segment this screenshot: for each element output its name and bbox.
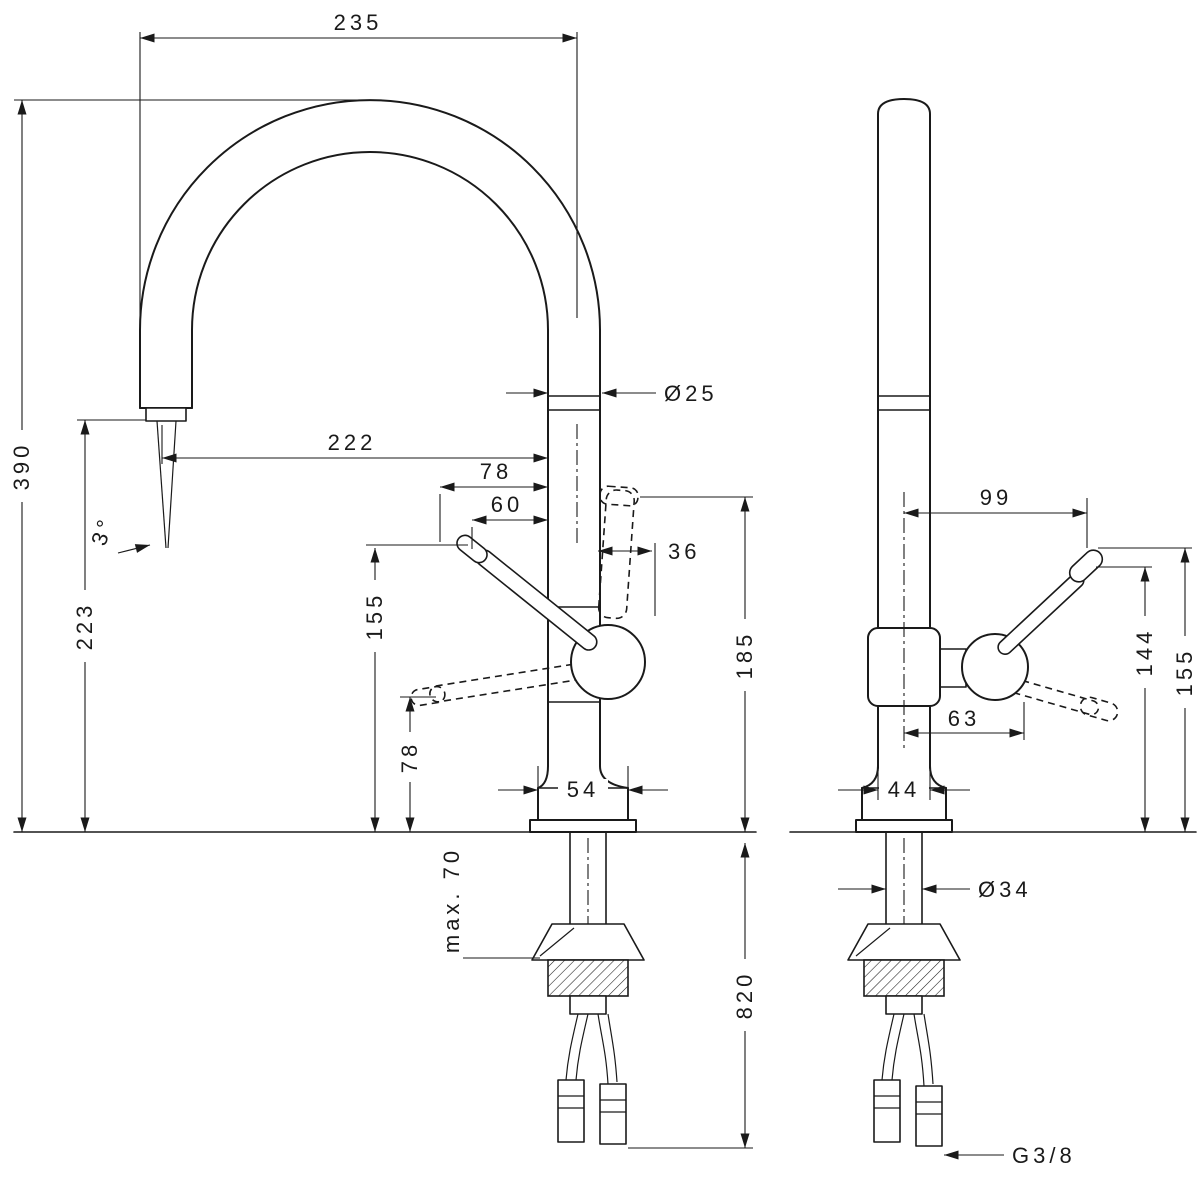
handle-lever-dashed-up [597,485,639,620]
dim-spout-width: 235 [139,10,578,326]
handle-lever [456,534,598,651]
dim-label-155-front: 155 [362,592,387,641]
dim-spout-reach: 222 [161,424,578,546]
dim-thread: G3/8 [944,1143,1076,1168]
mounting-flange-side [847,923,961,961]
dim-height-185: 185 [640,496,757,832]
dim-lever-155: 155 [362,544,468,832]
water-stream [156,420,177,549]
hose-fitting-side [915,1085,943,1147]
dim-offset-60: 60 [471,492,548,549]
dim-label-99: 99 [980,485,1012,510]
hose-fitting-side [873,1079,901,1143]
dim-label-54: 54 [567,777,599,802]
dim-label-155-side: 155 [1172,648,1197,697]
dim-label-d25: Ø25 [664,381,718,406]
mounting-hardware-side [847,831,961,1147]
dim-label-78b: 78 [397,741,422,773]
pipe-body-side [877,98,931,769]
dim-base-44: 44 [838,764,970,802]
dim-outlet-height: 223 [72,419,146,832]
dim-label-max70: max. 70 [439,847,464,953]
base-plate-side [855,819,953,833]
mounting-hardware-front [531,831,645,1145]
dim-label-60: 60 [491,492,523,517]
hose-fitting [599,1083,627,1145]
mounting-nut [547,959,629,997]
faucet-side-view [847,98,1119,1147]
dim-label-d34: Ø34 [978,877,1032,902]
dim-shank-diameter: Ø34 [838,877,1032,902]
dim-label-222: 222 [328,430,377,455]
spout-arc [139,99,601,422]
dim-base-54: 54 [498,766,668,802]
dim-pipe-diameter: Ø25 [506,381,718,406]
dim-label-44: 44 [888,777,920,802]
dim-lever-78: 78 [397,696,436,832]
side-lever [997,549,1104,656]
shank-end [569,995,607,1015]
faucet-front-view [139,99,646,1145]
dim-label-185: 185 [732,631,757,680]
dim-label-144: 144 [1132,628,1157,677]
dim-label-820: 820 [732,971,757,1020]
dim-label-223: 223 [72,602,97,651]
dim-label-3deg: 3° [86,513,119,548]
dim-label-390: 390 [9,442,34,491]
dim-height-144: 144 [1096,566,1157,832]
pipe-body-front [547,329,601,767]
handle-lever-dashed-down [410,662,589,707]
base-plate [529,819,637,833]
mounting-nut-side [863,959,945,997]
dim-depth-63: 63 [904,702,1025,740]
dim-depth-99: 99 [903,485,1088,748]
dim-label-63: 63 [948,706,980,731]
aerator [145,407,187,422]
dim-label-g38: G3/8 [1012,1143,1076,1168]
hose-fitting [557,1079,585,1143]
dim-label-235: 235 [334,10,383,35]
dim-handle-36: 36 [598,539,700,616]
dim-height-155-side: 155 [1098,547,1197,832]
dim-offset-78: 78 [439,459,548,542]
dim-label-36: 36 [668,539,700,564]
shank-end-side [885,995,923,1015]
dim-hose-820: 820 [628,843,757,1149]
angle-indicator: 3° [86,513,151,554]
dim-total-height: 390 [9,99,370,832]
dim-label-78a: 78 [480,459,512,484]
mounting-flange [531,923,645,961]
dim-max-counter: max. 70 [439,836,540,964]
